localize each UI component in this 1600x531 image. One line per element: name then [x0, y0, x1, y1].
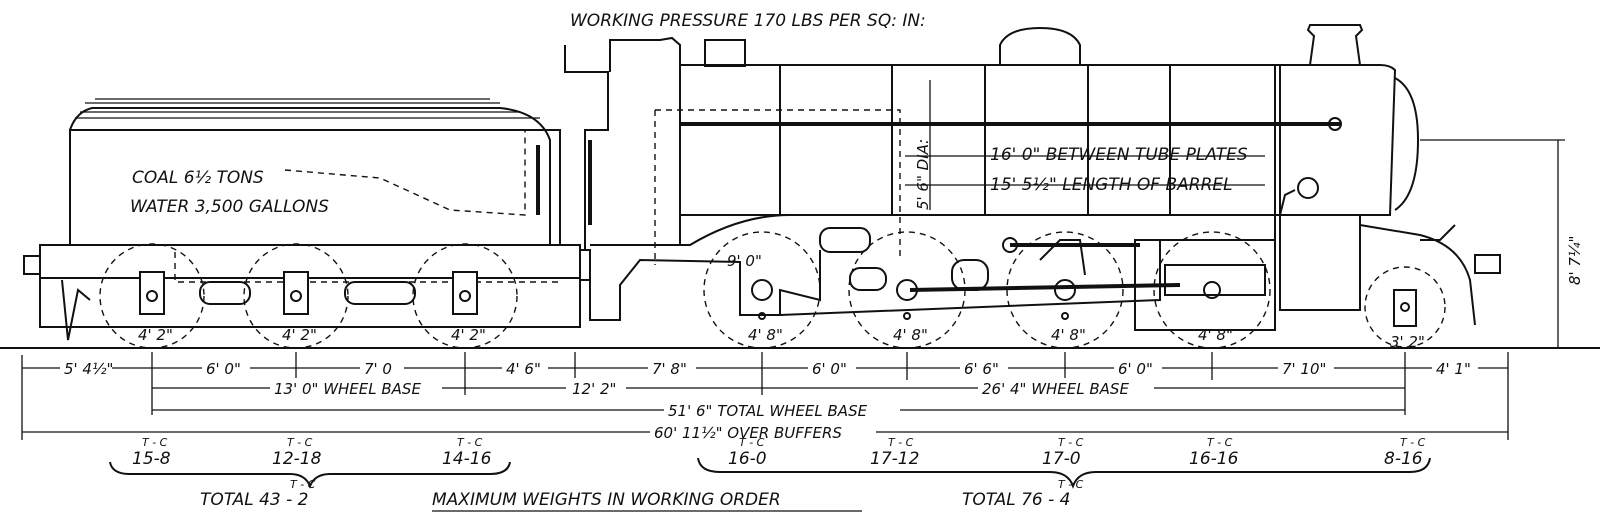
axle-weights: T - C 15-8 T - C 12-18 T - C 14-16 T - C…: [132, 436, 1426, 469]
coupled-wheel-3: [1006, 231, 1124, 349]
engine-weight-brace: [697, 457, 1431, 489]
over-buffers-label: 60' 11½" OVER BUFFERS: [654, 424, 842, 442]
tender-wheel-1: [99, 243, 205, 349]
total-wheelbase-dimension: 51' 6" TOTAL WHEEL BASE: [152, 400, 1405, 420]
spacing-label: 4' 1": [1436, 360, 1471, 378]
spacing-label: 6' 0": [1118, 360, 1153, 378]
weight-unit: T - C: [457, 436, 483, 449]
weight-unit: T - C: [287, 436, 313, 449]
gap-wheelbase-label: 12' 2": [572, 380, 616, 398]
tender-wheel-3: [412, 243, 518, 349]
tender-weight-brace: [109, 461, 511, 489]
weight-unit: T - C: [888, 436, 914, 449]
coupled-wheel-1: [703, 231, 821, 349]
axle-weight: 14-16: [442, 449, 492, 469]
tender-total-weight: TOTAL 43 - 2: [200, 490, 308, 510]
weights-caption: MAXIMUM WEIGHTS IN WORKING ORDER: [432, 490, 781, 510]
wheel-diameter-label: 4' 8": [1051, 326, 1086, 344]
tender-wheelbase-label: 13' 0" WHEEL BASE: [274, 380, 421, 398]
wheel-diameter-label: 3' 2": [1390, 333, 1425, 351]
over-buffers-dimension: 60' 11½" OVER BUFFERS: [22, 422, 1508, 442]
axle-weight: 17-0: [1042, 449, 1081, 469]
height-label: 8' 7¼": [1566, 236, 1584, 285]
weight-unit: T - C: [1058, 478, 1084, 491]
bogie-wheel: [1364, 266, 1446, 348]
boiler-diameter-label: 5' 6" DIA:: [914, 139, 932, 210]
axle-weight: 16-0: [728, 449, 767, 469]
weight-unit: T - C: [1207, 436, 1233, 449]
wheel-diameter-labels: 4' 2" 4' 2" 4' 2" 4' 8" 4' 8" 4' 8" 4' 8…: [138, 326, 1425, 351]
weight-unit: T - C: [1058, 436, 1084, 449]
wheel-diameter-label: 4' 8": [1198, 326, 1233, 344]
total-wheelbase-label: 51' 6" TOTAL WHEEL BASE: [668, 402, 868, 420]
spacing-label: 7' 10": [1282, 360, 1326, 378]
spacing-label: 6' 0": [812, 360, 847, 378]
spacing-label: 4' 6": [506, 360, 541, 378]
coupled-wheel-4: [1153, 231, 1271, 349]
wheel-diameter-label: 4' 2": [138, 326, 173, 344]
wheel-diameter-label: 4' 2": [282, 326, 317, 344]
weight-unit: T - C: [142, 436, 168, 449]
spacing-label: 7' 8": [652, 360, 687, 378]
spacing-label: 6' 0": [206, 360, 241, 378]
height-dimension: 8' 7¼": [1420, 139, 1584, 348]
spacing-label: 6' 6": [964, 360, 999, 378]
weight-unit: T - C: [1400, 436, 1426, 449]
engine-total-weight: TOTAL 76 - 4: [962, 490, 1070, 510]
wheel-diameter-label: 4' 8": [893, 326, 928, 344]
tender-water-capacity: WATER 3,500 GALLONS: [130, 197, 329, 217]
tender-coal-capacity: COAL 6½ TONS: [132, 168, 264, 188]
working-pressure-label: WORKING PRESSURE 170 LBS PER SQ: IN:: [570, 11, 926, 31]
weight-unit: T - C: [739, 436, 765, 449]
tender-wheel-2: [243, 243, 349, 349]
axle-weight: 15-8: [132, 449, 171, 469]
barrel-length-label: 15' 5½" LENGTH OF BARREL: [990, 175, 1233, 195]
axle-weight: 8-16: [1384, 449, 1423, 469]
wheel-diameter-label: 4' 2": [451, 326, 486, 344]
axle-weight: 16-16: [1189, 449, 1239, 469]
locomotive-engine: [564, 24, 1501, 331]
coupled-wheel-2: [848, 231, 966, 349]
tube-plates-label: 16' 0" BETWEEN TUBE PLATES: [990, 145, 1248, 165]
wheelbase-dimensions: 13' 0" WHEEL BASE 12' 2" 26' 4" WHEEL BA…: [152, 378, 1405, 398]
axle-weight: 12-18: [272, 449, 322, 469]
spacing-label: 5' 4½": [64, 360, 113, 378]
weight-unit: T - C: [290, 478, 316, 491]
tender: [23, 98, 581, 341]
wheel-diameter-label: 4' 8": [748, 326, 783, 344]
coupled-spacing-label: 9' 0": [727, 252, 762, 270]
axle-weight: 17-12: [870, 449, 919, 469]
spacing-label: 7' 0: [364, 360, 392, 378]
engine-wheelbase-label: 26' 4" WHEEL BASE: [982, 380, 1129, 398]
